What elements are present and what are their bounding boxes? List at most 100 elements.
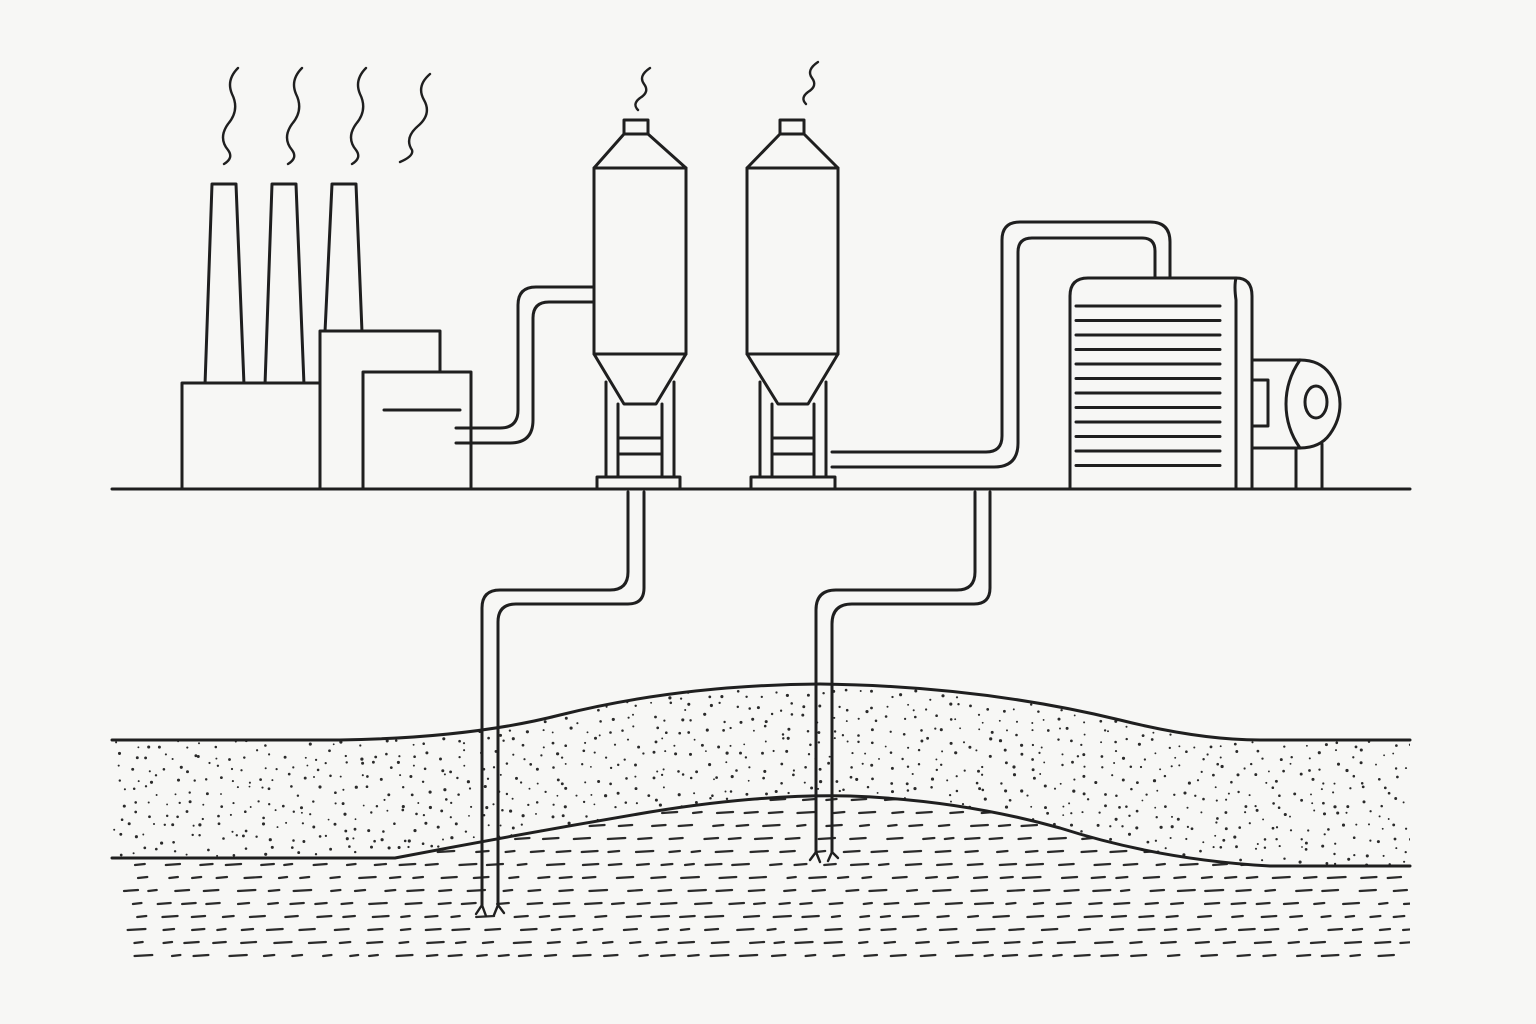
texture-dot [728, 827, 732, 831]
texture-dot [1267, 770, 1270, 773]
texture-dot [1174, 696, 1178, 700]
texture-dot [1061, 753, 1064, 756]
texture-dot [543, 720, 547, 724]
texture-dot [1000, 782, 1003, 785]
texture-dash [581, 875, 597, 880]
texture-dot [744, 756, 748, 759]
texture-dash [747, 888, 766, 893]
texture-dot [1214, 786, 1217, 789]
texture-dot [705, 750, 707, 752]
texture-dot [855, 827, 858, 830]
texture-dot [296, 730, 299, 733]
texture-dash [915, 940, 930, 945]
texture-dot [931, 818, 934, 821]
texture-dot [787, 727, 791, 731]
texture-dash [677, 823, 694, 828]
texture-dash [628, 940, 642, 945]
texture-dot [119, 832, 123, 836]
texture-dot [1164, 847, 1167, 850]
texture-dot [890, 766, 894, 770]
texture-dot [156, 866, 158, 868]
texture-dash [615, 875, 635, 880]
texture-dash [543, 953, 558, 958]
texture-dash [858, 927, 871, 932]
texture-dot [729, 726, 732, 730]
texture-dot [907, 703, 910, 706]
texture-dash [1369, 914, 1382, 919]
texture-dot [817, 731, 821, 734]
texture-dot [1187, 781, 1191, 785]
texture-dot [509, 809, 513, 813]
texture-dot [1261, 757, 1264, 760]
texture-dash [322, 953, 333, 958]
texture-dot [373, 839, 376, 843]
texture-dot [439, 757, 442, 761]
texture-dot [930, 786, 933, 789]
texture-dash [225, 823, 244, 828]
texture-dot [318, 785, 322, 789]
texture-dash [862, 901, 874, 906]
texture-dot [1347, 692, 1351, 695]
texture-dot [718, 829, 722, 832]
texture-dash [1130, 953, 1148, 958]
texture-dot [399, 774, 402, 777]
texture-dot [468, 815, 470, 817]
texture-dot [1336, 762, 1341, 766]
texture-dot [582, 800, 586, 804]
texture-dash [400, 836, 412, 841]
texture-dash [214, 849, 231, 854]
texture-dot [998, 816, 1002, 820]
texture-dot [1333, 852, 1336, 856]
texture-dot [123, 788, 126, 791]
texture-dot [1382, 854, 1385, 857]
texture-dot [1333, 805, 1337, 809]
texture-dot [967, 853, 970, 856]
texture-dot [763, 769, 767, 773]
texture-dash [519, 927, 538, 932]
texture-dash [199, 810, 213, 815]
texture-dash [808, 875, 828, 880]
texture-dash [575, 797, 590, 802]
texture-dash [1057, 862, 1075, 867]
texture-dash [891, 810, 905, 815]
texture-dot [1104, 804, 1107, 808]
texture-dot [264, 767, 267, 770]
texture-dot [687, 731, 691, 734]
texture-dash [307, 940, 327, 945]
texture-dot [1141, 799, 1144, 802]
texture-dot [1138, 690, 1143, 694]
texture-dot [1265, 781, 1268, 784]
texture-dot [1186, 825, 1190, 829]
texture-dot [114, 708, 117, 712]
texture-dot [780, 782, 783, 785]
texture-dot [902, 848, 906, 852]
texture-dot [572, 861, 575, 865]
texture-dot [188, 791, 191, 794]
texture-dash [863, 953, 879, 958]
texture-dot [654, 798, 658, 802]
texture-dot [1111, 705, 1114, 708]
texture-dash [1047, 836, 1068, 841]
texture-dot [1326, 701, 1330, 705]
texture-dash [857, 940, 869, 945]
texture-dot [178, 690, 181, 694]
texture-dash [1316, 836, 1330, 841]
texture-dot [1080, 830, 1083, 833]
texture-dot [383, 798, 386, 801]
texture-dot [1196, 779, 1200, 782]
texture-dot [800, 815, 803, 818]
texture-dash [889, 953, 907, 958]
texture-dot [1039, 846, 1042, 849]
texture-dot [787, 842, 791, 846]
texture-dash [526, 901, 544, 906]
texture-dot [1200, 694, 1203, 698]
texture-dot [207, 704, 211, 708]
texture-dot [977, 769, 980, 773]
texture-dot [790, 702, 793, 705]
texture-dot [1290, 729, 1293, 732]
texture-dash [1307, 823, 1325, 828]
texture-dash [650, 875, 667, 880]
texture-dot [674, 823, 678, 827]
texture-dot [1054, 693, 1058, 696]
texture-dot [521, 859, 525, 863]
